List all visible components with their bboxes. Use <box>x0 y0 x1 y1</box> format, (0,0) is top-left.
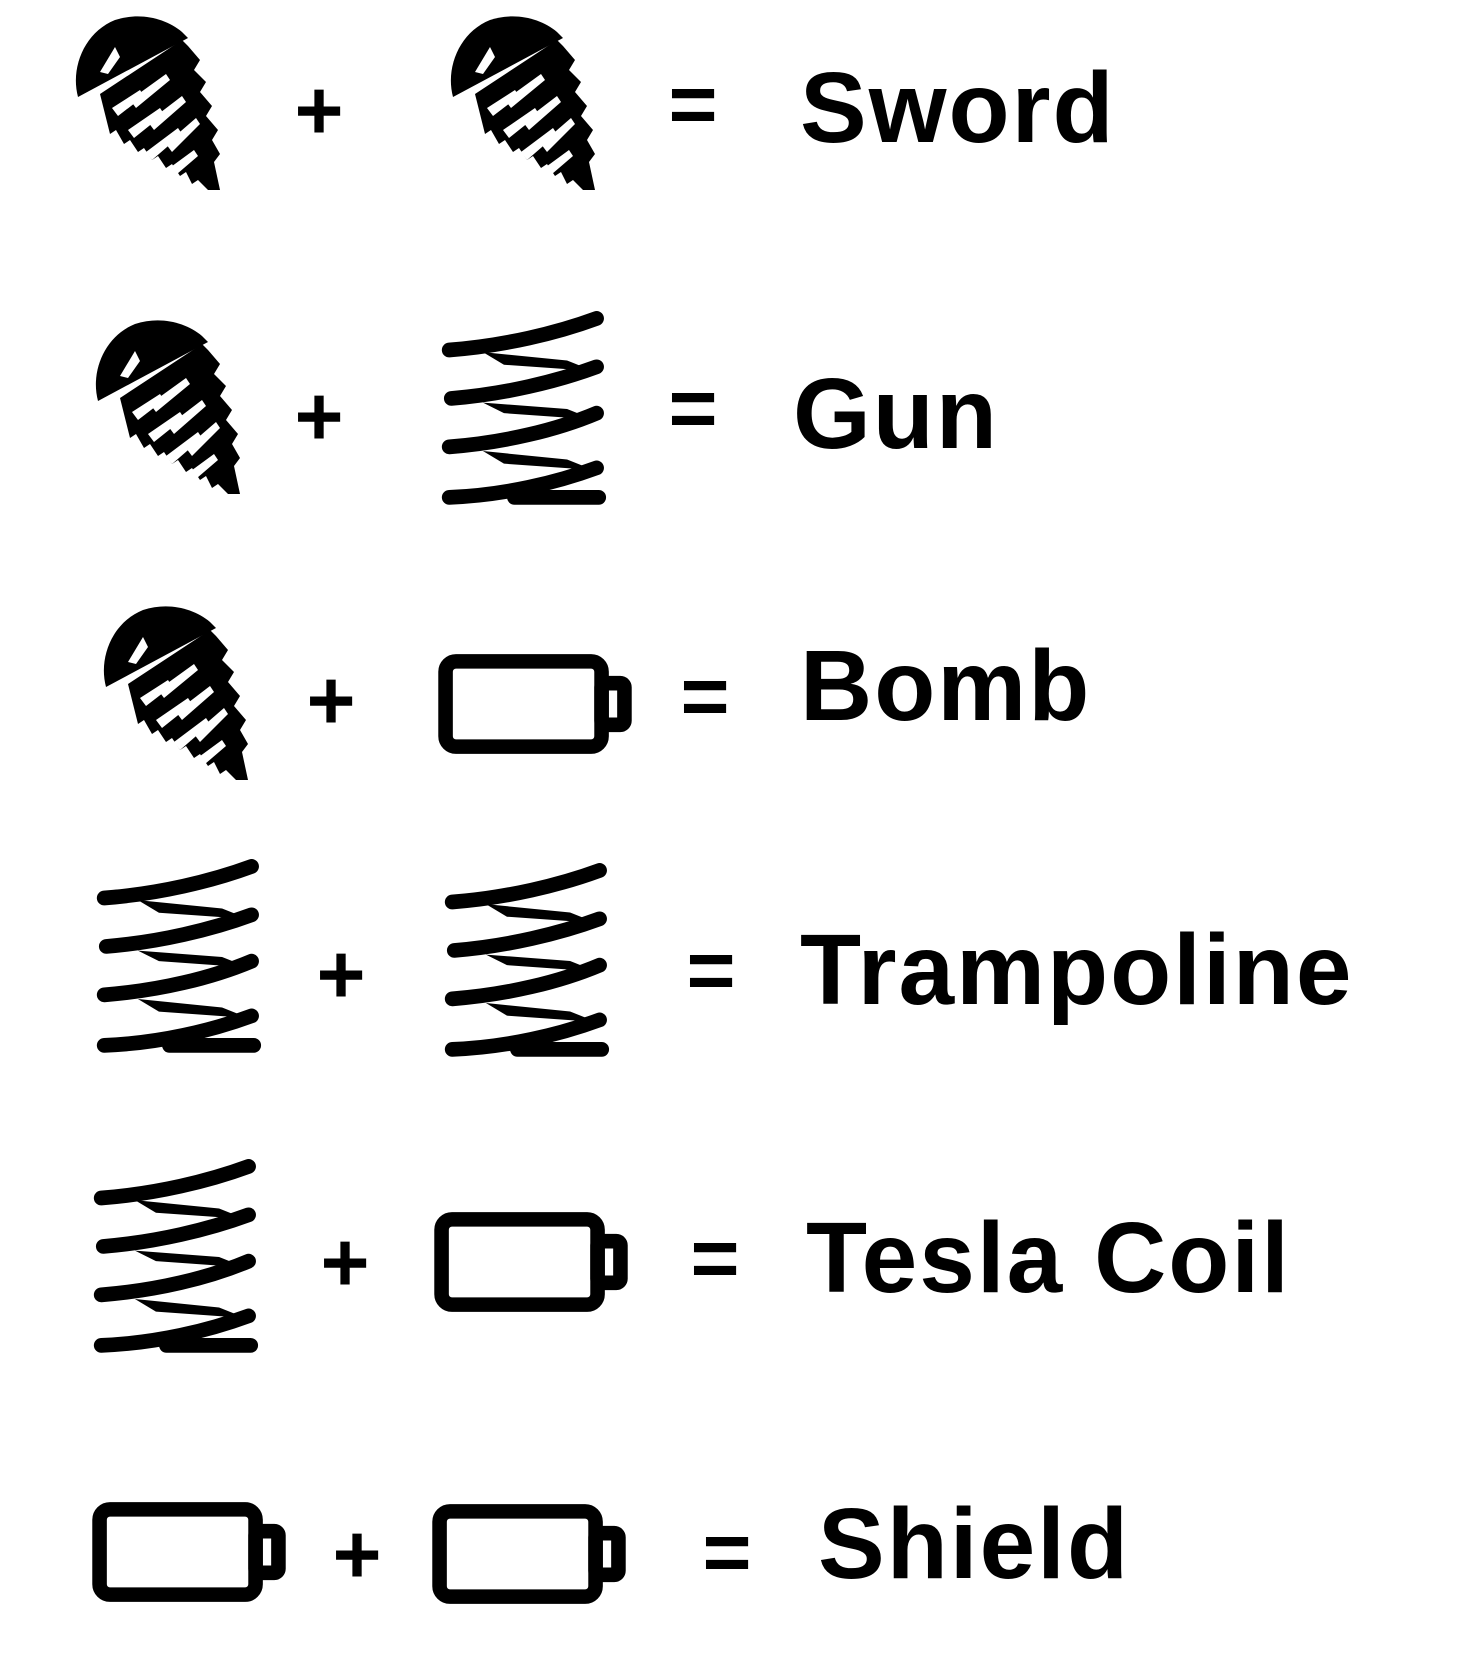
result-label: Gun <box>793 358 999 470</box>
result-label: Shield <box>818 1488 1131 1600</box>
screw-icon <box>98 602 248 792</box>
result-label: Bomb <box>800 630 1092 742</box>
battery-icon <box>430 1502 628 1606</box>
screw-icon <box>90 316 240 506</box>
spring-icon <box>443 862 613 1062</box>
equals-sign: = <box>702 1505 752 1599</box>
battery-icon <box>90 1500 288 1604</box>
spring-icon <box>95 858 265 1058</box>
equals-sign: = <box>668 57 718 151</box>
plus-sign: + <box>332 1507 382 1601</box>
spring-icon <box>440 310 610 510</box>
screw-icon <box>445 12 595 202</box>
result-label: Sword <box>800 52 1116 164</box>
equals-sign: = <box>680 649 730 743</box>
result-label: Tesla Coil <box>806 1202 1291 1314</box>
battery-icon <box>432 1210 630 1314</box>
result-label: Trampoline <box>800 914 1354 1026</box>
plus-sign: + <box>320 1215 370 1309</box>
plus-sign: + <box>306 653 356 747</box>
plus-sign: + <box>294 63 344 157</box>
spring-icon <box>92 1158 262 1358</box>
battery-icon <box>436 652 634 756</box>
equals-sign: = <box>690 1211 740 1305</box>
screw-icon <box>70 12 220 202</box>
plus-sign: + <box>294 369 344 463</box>
plus-sign: + <box>316 927 366 1021</box>
equals-sign: = <box>668 361 718 455</box>
equals-sign: = <box>686 923 736 1017</box>
